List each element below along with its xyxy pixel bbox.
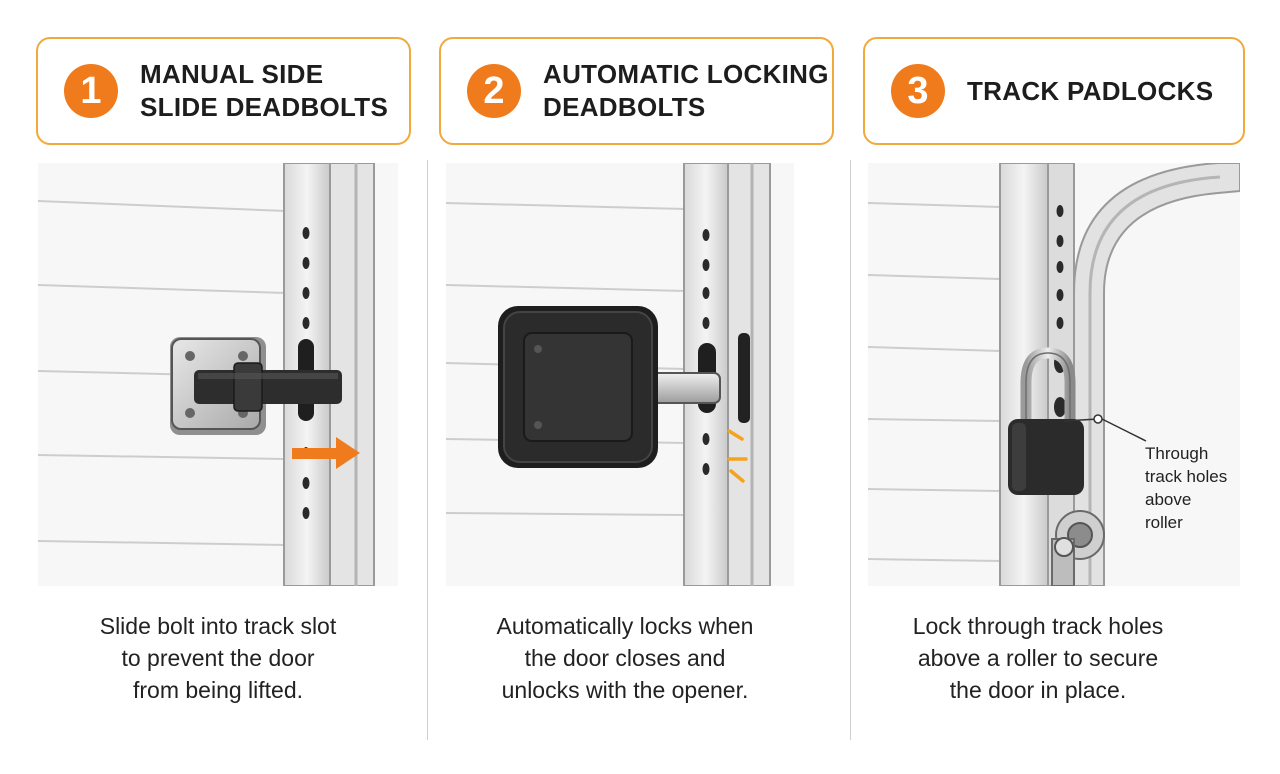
- panel-1-title-line-2: SLIDE DEADBOLTS: [140, 92, 389, 122]
- callout-line-3: above: [1145, 490, 1192, 509]
- door-panel-lines: [868, 202, 1001, 562]
- panel-1-number-badge: 1: [64, 64, 118, 118]
- panel-2-title-line-1: AUTOMATIC LOCKING: [543, 59, 829, 89]
- panel-3-caption-line-3: the door in place.: [949, 677, 1127, 703]
- panel-3-caption-line-2: above a roller to secure: [917, 645, 1159, 671]
- panel-1-title: MANUAL SIDE SLIDE DEADBOLTS: [140, 58, 388, 124]
- panel-3-header: 3 TRACK PADLOCKS: [863, 37, 1245, 145]
- track-holes: [702, 229, 710, 475]
- panel-1-header: 1 MANUAL SIDE SLIDE DEADBOLTS: [36, 37, 411, 145]
- callout-line-1: Through: [1145, 444, 1209, 463]
- panel-3-callout-label: Through track holes above roller: [1145, 442, 1227, 534]
- panel-3-title: TRACK PADLOCKS: [967, 75, 1213, 108]
- panel-1-caption-line-3: from being lifted.: [132, 677, 304, 703]
- slide-bolt: [194, 362, 342, 412]
- panel-2-title: AUTOMATIC LOCKING DEADBOLTS: [543, 58, 829, 124]
- slide-direction-arrow: [292, 437, 360, 469]
- automatic-lock-body: [498, 306, 658, 468]
- track-receiver-slot: [738, 333, 750, 423]
- panel-2-caption: Automatically locks when the door closes…: [446, 610, 804, 706]
- panel-2-title-line-2: DEADBOLTS: [543, 92, 706, 122]
- panel-3-caption-line-1: Lock through track holes: [912, 613, 1164, 639]
- roller: [1051, 510, 1105, 586]
- callout-line-2: track holes: [1145, 467, 1228, 486]
- column-divider-1: [427, 160, 428, 740]
- panel-2-caption-line-3: unlocks with the opener.: [501, 677, 749, 703]
- panel-2-caption-line-1: Automatically locks when: [496, 613, 754, 639]
- panel-2-caption-line-2: the door closes and: [524, 645, 726, 671]
- panel-1-caption-line-1: Slide bolt into track slot: [99, 613, 337, 639]
- callout-leader-line: [1063, 414, 1147, 442]
- panel-2-illustration: [446, 163, 794, 586]
- padlock: [1008, 347, 1084, 495]
- panel-3-illustration: [868, 163, 1240, 586]
- panel-1-caption-line-2: to prevent the door: [121, 645, 315, 671]
- panel-1-illustration: [38, 163, 398, 586]
- panel-3-number-badge: 3: [891, 64, 945, 118]
- panel-1-title-line-1: MANUAL SIDE: [140, 59, 324, 89]
- panel-1-caption: Slide bolt into track slot to prevent th…: [38, 610, 398, 706]
- panel-3-title-line-1: TRACK PADLOCKS: [967, 75, 1214, 106]
- panel-3-caption: Lock through track holes above a roller …: [860, 610, 1216, 706]
- column-divider-2: [850, 160, 851, 740]
- click-indicator-marks: [727, 429, 748, 483]
- panel-2-header: 2 AUTOMATIC LOCKING DEADBOLTS: [439, 37, 834, 145]
- callout-line-4: roller: [1145, 513, 1183, 532]
- panel-2-number-badge: 2: [467, 64, 521, 118]
